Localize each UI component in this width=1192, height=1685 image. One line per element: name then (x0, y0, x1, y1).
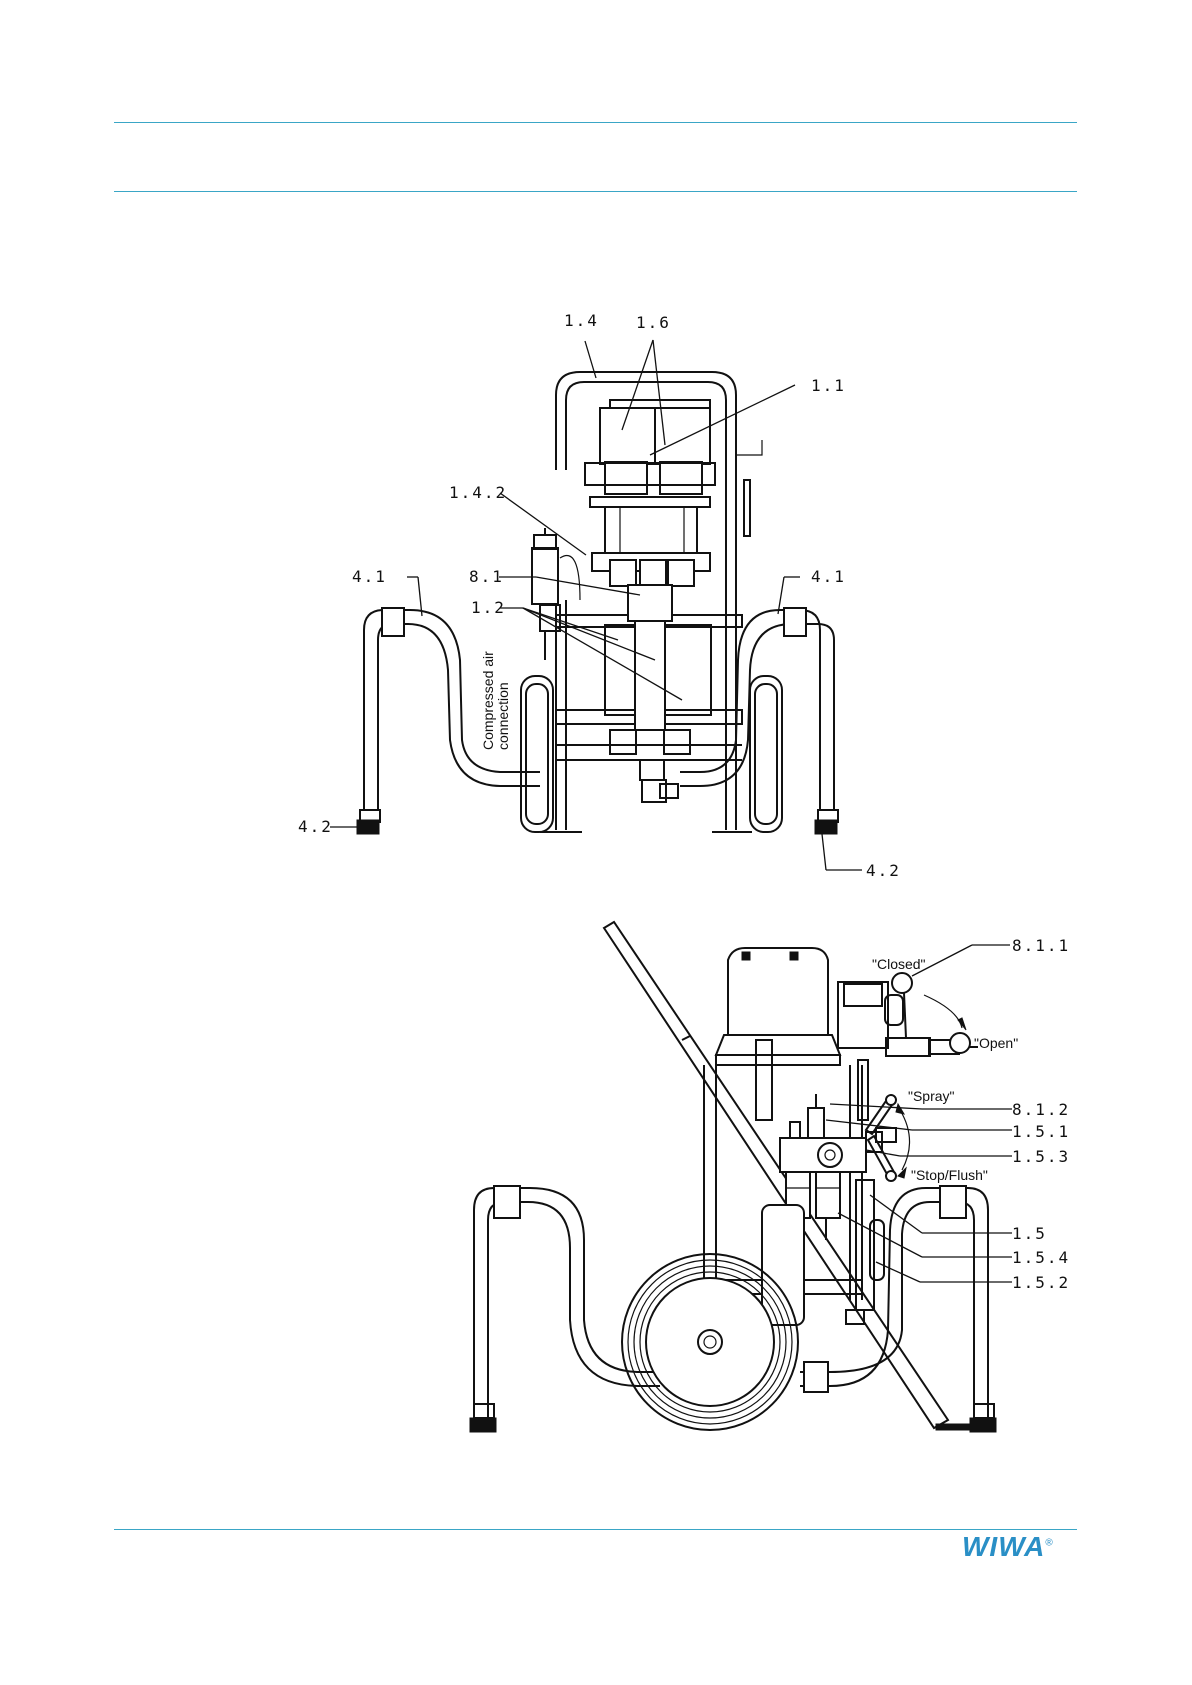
label-solenoids: 1.6 (636, 313, 671, 332)
state-stop-flush: "Stop/Flush" (911, 1167, 988, 1183)
label-foot-left: 4.2 (298, 817, 333, 836)
label-spray-valve: 8.1.2 (1012, 1100, 1070, 1119)
hose-left (364, 610, 540, 810)
label-grip: 1.4.2 (449, 483, 507, 502)
svg-text:connection: connection (495, 682, 511, 750)
label-foot-right: 4.2 (866, 861, 901, 880)
label-valve: 8.1 (469, 567, 504, 586)
air-connection-note: Compressed air connection (480, 651, 511, 750)
state-closed: "Closed" (872, 956, 926, 972)
registered-mark: ® (1045, 1538, 1053, 1549)
label-filter: 1.5.4 (1012, 1248, 1070, 1267)
state-open: "Open" (974, 1035, 1018, 1051)
logo-text: WIWA (962, 1531, 1045, 1562)
label-air-motor: 1.1 (811, 376, 846, 395)
label-lubricator: 1.5.3 (1012, 1147, 1070, 1166)
label-hose-left: 4.1 (352, 567, 387, 586)
control-box (838, 982, 888, 1048)
label-regulator: 1.5.1 (1012, 1122, 1070, 1141)
label-hose-right: 4.1 (811, 567, 846, 586)
side-air-motor (728, 948, 828, 1035)
side-hose-right (800, 1188, 988, 1430)
ball-valve-open (950, 1033, 970, 1053)
label-drain: 1.5.2 (1012, 1273, 1070, 1292)
pump-right (663, 625, 711, 715)
label-frame: 1.4 (564, 311, 599, 330)
label-air-unit: 1.5 (1012, 1224, 1047, 1243)
side-pump-rod (756, 1040, 772, 1120)
front-view (357, 372, 838, 834)
wiwa-logo: WIWA® (962, 1531, 1072, 1563)
svg-text:Compressed air: Compressed air (480, 651, 496, 750)
state-spray: "Spray" (908, 1088, 955, 1104)
label-ball-valve: 8.1.1 (1012, 936, 1070, 955)
label-pumps: 1.2 (471, 598, 506, 617)
air-valve (532, 548, 558, 604)
ball-valve-closed (892, 973, 912, 993)
